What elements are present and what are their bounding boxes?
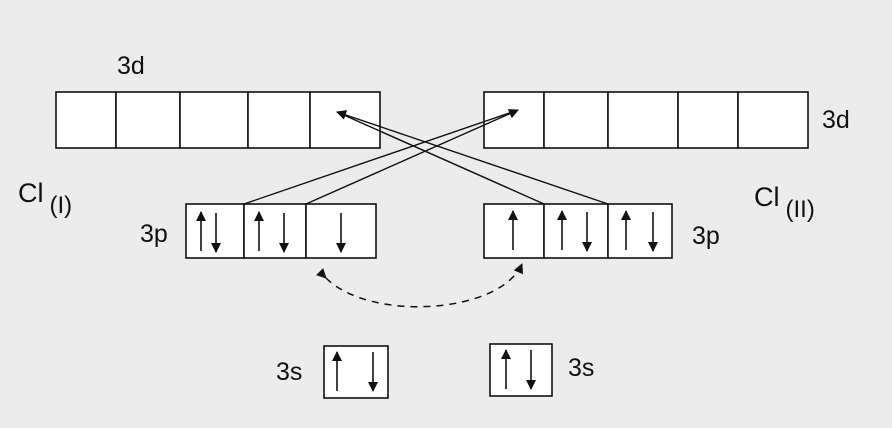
left-3s-orbital-box [323, 345, 389, 399]
left-atom-label: Cl(I) [18, 178, 72, 218]
left-3d-orbital-box [115, 91, 181, 149]
left-3d-label: 3d [117, 52, 145, 80]
right-3d-orbital-box [737, 91, 809, 149]
right-3p-label: 3p [692, 222, 720, 250]
right-3d-label: 3d [822, 106, 850, 134]
right-3d-orbital-box [677, 91, 739, 149]
right-3p-orbital-box [607, 203, 673, 259]
left-atom-index: (I) [49, 192, 73, 219]
left-3d-orbital-box [309, 91, 381, 149]
left-3d-orbital-box [247, 91, 311, 149]
left-3p-orbital-box [185, 203, 245, 259]
left-3d-row [55, 91, 381, 149]
donation-arrow [305, 109, 519, 205]
donation-line [336, 111, 545, 205]
left-3d-orbital-box [179, 91, 249, 149]
right-3p-orbital-box [543, 203, 609, 259]
donation-lines [243, 109, 609, 205]
left-atom-symbol: Cl [18, 178, 44, 208]
left-3p-orbital-box [243, 203, 307, 259]
right-atom-symbol: Cl [754, 182, 780, 212]
right-atom-label: Cl(II) [754, 182, 815, 222]
right-3p-orbital-box [483, 203, 545, 259]
right-3s-orbital-box [489, 343, 553, 397]
left-3p-label: 3p [140, 220, 168, 248]
right-3d-orbital-box [607, 91, 679, 149]
left-3s-label: 3s [276, 358, 303, 386]
left-3p-row [185, 203, 377, 259]
right-atom-index: (II) [785, 196, 815, 223]
pairing-dashed-arrow [316, 263, 523, 308]
donation-line [243, 109, 519, 205]
electron-arrows [196, 210, 658, 392]
left-3d-orbital-box [55, 91, 117, 149]
right-3d-orbital-box [483, 91, 545, 149]
right-3d-row [483, 91, 809, 149]
donation-arrow [336, 110, 609, 205]
right-3d-orbital-box [543, 91, 609, 149]
right-3s-label: 3s [568, 354, 595, 382]
